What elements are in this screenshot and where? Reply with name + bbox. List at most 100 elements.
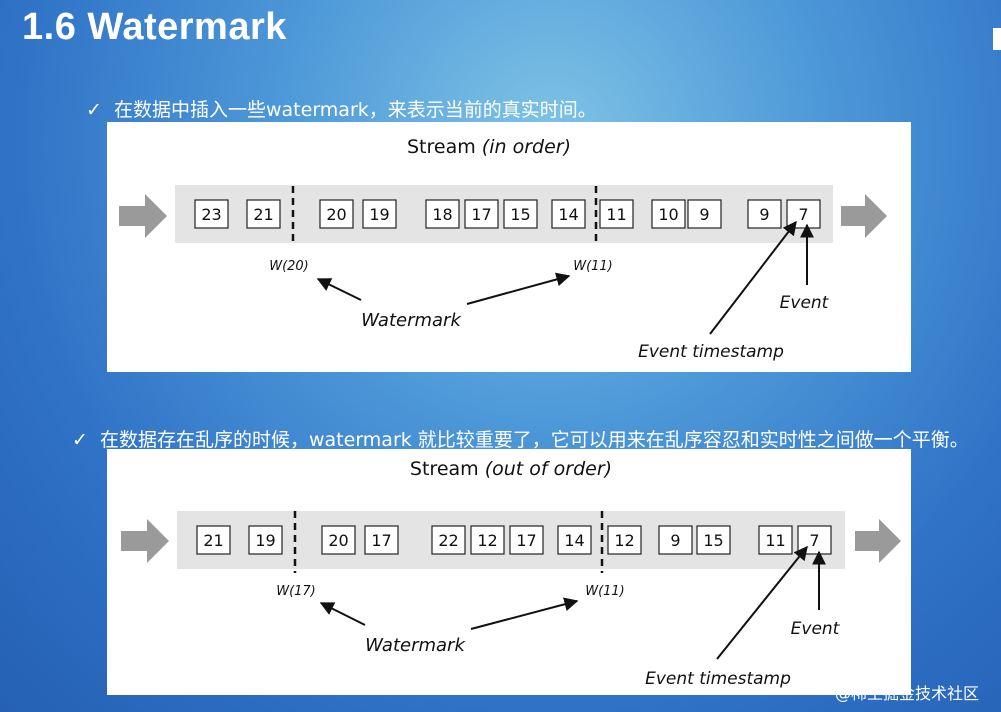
check-icon: ✓	[72, 429, 88, 451]
event-box: 22	[431, 525, 466, 555]
event-timestamp-caption: Event timestamp	[638, 342, 784, 362]
event-box-rect	[687, 199, 722, 229]
event-box-rect	[362, 199, 397, 229]
event-box: 12	[607, 525, 642, 555]
event-box: 7	[786, 199, 821, 229]
event-value: 7	[809, 531, 819, 550]
event-value: 14	[558, 205, 578, 224]
event-box: 18	[425, 199, 460, 229]
event-box: 20	[319, 199, 354, 229]
event-box-rect	[747, 199, 782, 229]
event-box: 21	[196, 525, 231, 555]
event-box: 20	[321, 525, 356, 555]
event-box: 17	[464, 199, 499, 229]
diagram-title: Stream (in order)	[407, 136, 571, 158]
event-box: 7	[797, 525, 832, 555]
watermark-caption: Watermark	[361, 310, 462, 331]
event-value: 18	[432, 205, 452, 224]
event-value: 9	[670, 531, 680, 550]
watermark-pointer	[466, 272, 571, 305]
corner-mark	[993, 28, 1001, 50]
bullet-1-text: 在数据中插入一些watermark，来表示当前的真实时间。	[114, 99, 597, 121]
event-box: 17	[509, 525, 544, 555]
event-box-rect	[364, 525, 399, 555]
diagram-out-of-order: Stream (out of order) 21 19 20 17 22 12 17 14 12…	[107, 449, 911, 695]
event-value: 11	[765, 531, 785, 550]
event-box: 15	[503, 199, 538, 229]
event-value: 11	[606, 205, 626, 224]
event-box: 21	[246, 199, 281, 229]
event-box-rect	[319, 199, 354, 229]
event-value: 21	[253, 205, 273, 224]
event-box-rect	[425, 199, 460, 229]
event-value: 15	[703, 531, 723, 550]
event-box: 15	[696, 525, 731, 555]
event-value: 7	[798, 205, 808, 224]
event-box: 14	[551, 199, 586, 229]
event-box-rect	[503, 199, 538, 229]
event-box: 19	[248, 525, 283, 555]
output-arrow-icon	[855, 519, 901, 563]
event-box: 11	[758, 525, 793, 555]
event-value: 22	[438, 531, 458, 550]
event-value: 9	[759, 205, 769, 224]
event-value: 21	[203, 531, 223, 550]
event-box: 9	[687, 199, 722, 229]
event-box: 9	[658, 525, 693, 555]
event-value: 19	[369, 205, 389, 224]
event-box-rect	[658, 525, 693, 555]
event-box-rect	[599, 199, 634, 229]
watermark-pointer	[319, 602, 366, 626]
diagram-in-order: Stream (in order) 23 21 20 19 18 17 15 14 11 10 9 9…	[107, 122, 911, 372]
event-box: 19	[362, 199, 397, 229]
event-box-rect	[248, 525, 283, 555]
event-caption: Event	[791, 619, 841, 639]
event-value: 20	[326, 205, 346, 224]
event-box-rect	[246, 199, 281, 229]
site-watermark: @稀土掘金技术社区	[834, 684, 979, 703]
watermark-pointer	[316, 278, 362, 301]
input-arrow-icon	[119, 194, 167, 238]
watermark-caption: Watermark	[365, 635, 466, 656]
event-box-rect	[321, 525, 356, 555]
event-value: 20	[328, 531, 348, 550]
event-value: 15	[510, 205, 530, 224]
event-caption: Event	[780, 293, 830, 313]
watermark-label-2: W(11)	[573, 259, 613, 274]
watermark-pointer	[470, 597, 579, 630]
event-value: 12	[614, 531, 634, 550]
event-box-rect	[551, 199, 586, 229]
bullet-1: ✓ 在数据中插入一些watermark，来表示当前的真实时间。	[86, 95, 597, 122]
event-box: 10	[651, 199, 686, 229]
event-timestamp-caption: Event timestamp	[645, 669, 791, 689]
event-box: 14	[557, 525, 592, 555]
watermark-label-1: W(17)	[276, 584, 316, 599]
event-value: 14	[564, 531, 584, 550]
bullet-2: ✓ 在数据存在乱序的时候，watermark 就比较重要了，它可以用来在乱序容忍和…	[72, 425, 969, 452]
watermark-label-1: W(20)	[269, 259, 309, 274]
event-box: 12	[470, 525, 505, 555]
diagram-title: Stream (out of order)	[410, 458, 612, 480]
bullet-2-text: 在数据存在乱序的时候，watermark 就比较重要了，它可以用来在乱序容忍和实…	[100, 429, 969, 451]
check-icon: ✓	[86, 99, 102, 121]
event-value: 23	[201, 205, 221, 224]
event-value: 17	[471, 205, 491, 224]
event-value: 12	[477, 531, 497, 550]
event-box-rect	[696, 525, 731, 555]
stream-in-order-svg: Stream (in order) 23 21 20 19 18 17 15 14 11 10 9 9…	[119, 136, 887, 362]
event-value: 17	[516, 531, 536, 550]
event-value: 17	[371, 531, 391, 550]
watermark-label-2: W(11)	[585, 584, 625, 599]
event-box-rect	[651, 199, 686, 229]
input-arrow-icon	[121, 519, 169, 563]
event-box-rect	[470, 525, 505, 555]
event-box-rect	[431, 525, 466, 555]
event-box-rect	[607, 525, 642, 555]
event-box-rect	[557, 525, 592, 555]
event-box: 23	[194, 199, 229, 229]
event-box: 11	[599, 199, 634, 229]
output-arrow-icon	[841, 194, 887, 238]
event-value: 9	[699, 205, 709, 224]
event-box-rect	[196, 525, 231, 555]
event-box-rect	[194, 199, 229, 229]
